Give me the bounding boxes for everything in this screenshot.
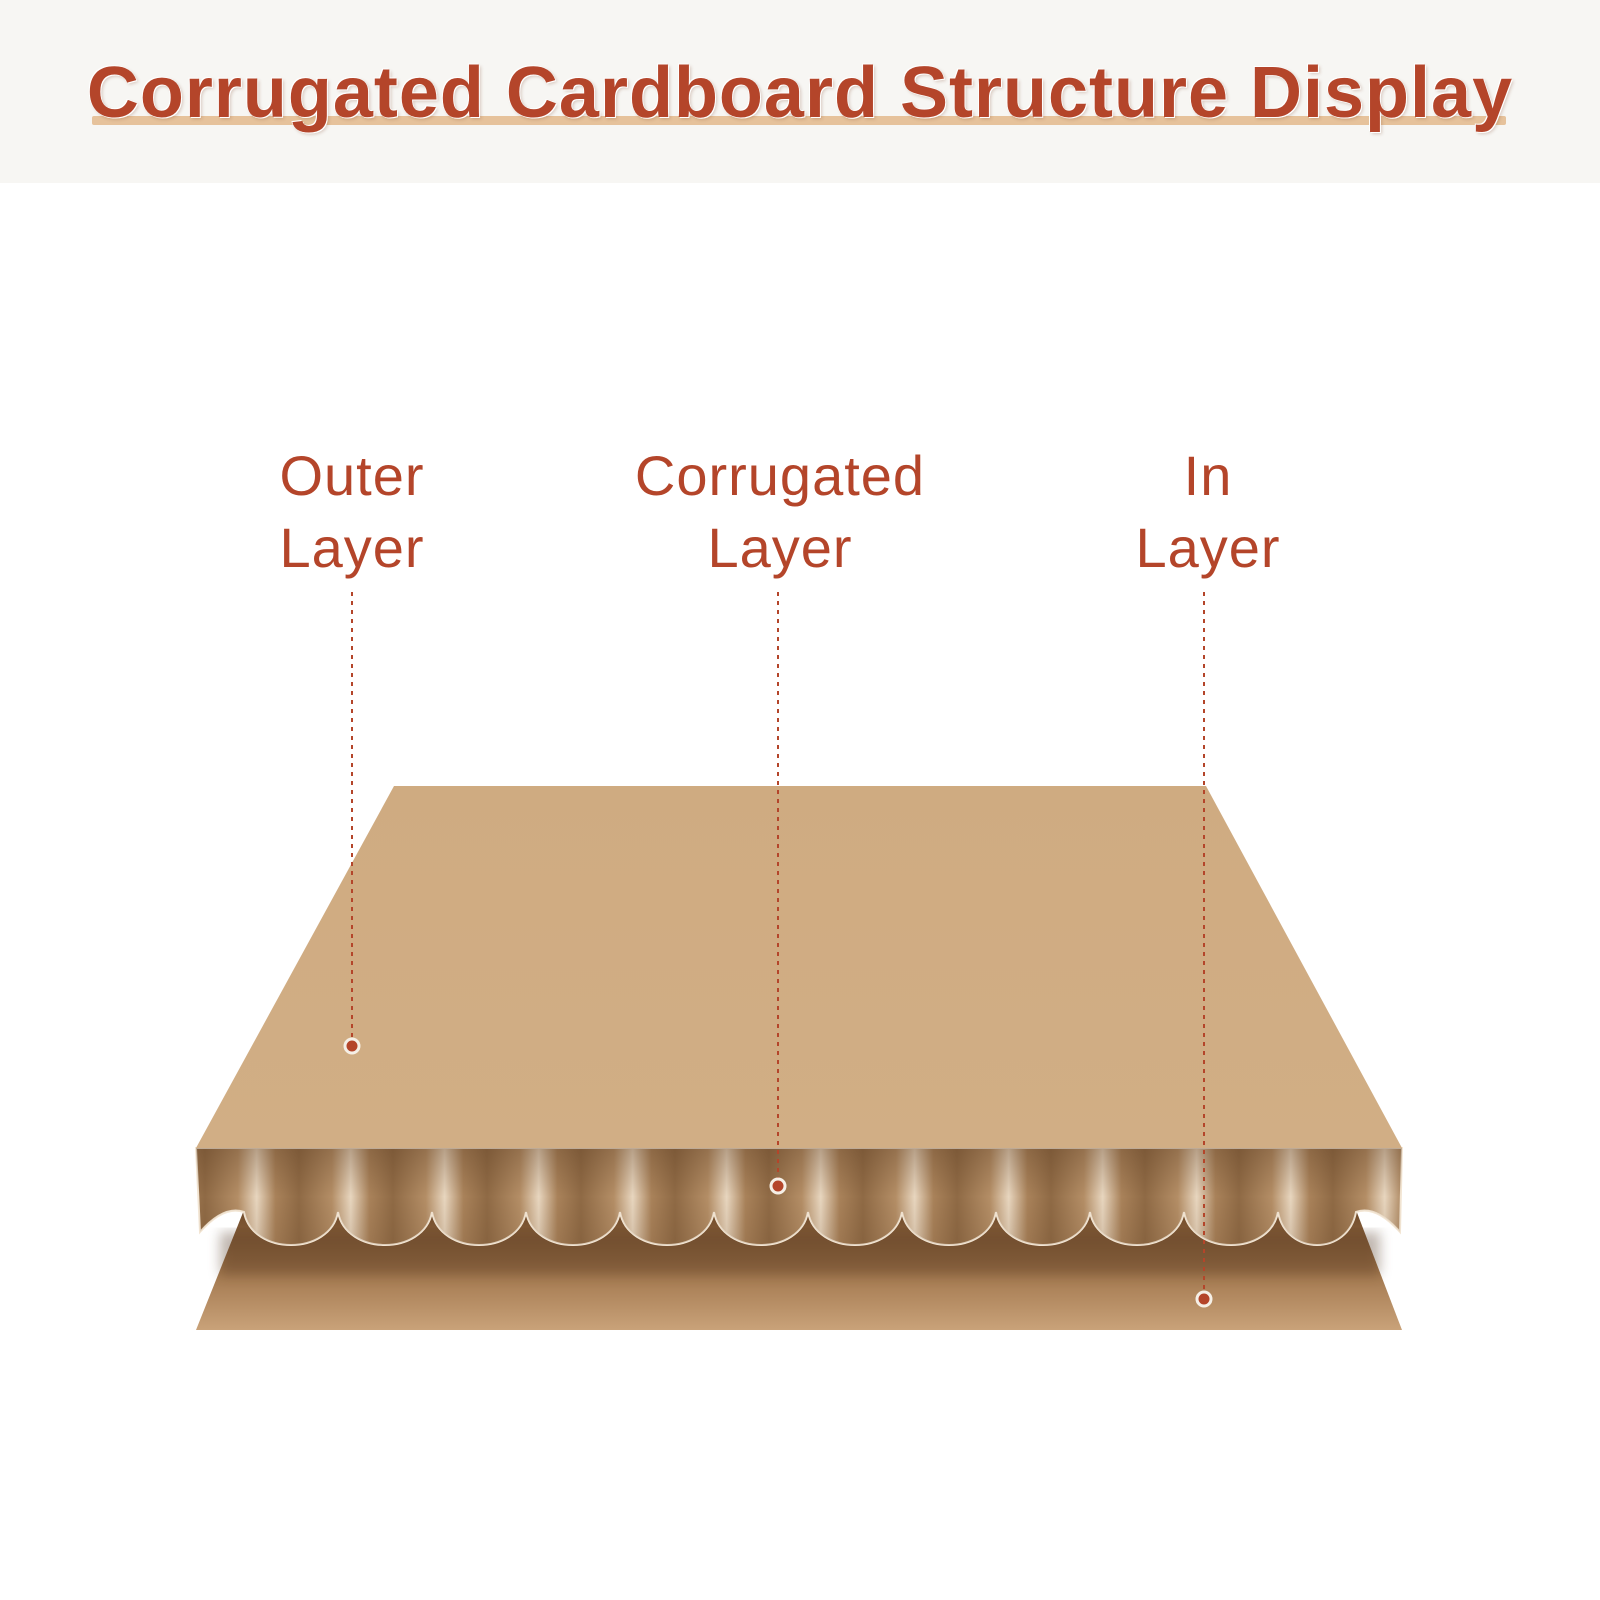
inner-layer-label-line2: Layer [1135, 516, 1281, 579]
outer-layer-label-line1: Outer [279, 444, 425, 507]
inner-layer-label-line1: In [1183, 444, 1233, 507]
title-underline [92, 116, 1506, 125]
header-band [0, 0, 1600, 183]
corrugated-layer-label-line1: Corrugated [634, 444, 926, 507]
outer-layer-label: Outer Layer [232, 440, 472, 584]
corrugated-layer-shading [196, 1148, 1402, 1245]
inner-layer-label: In Layer [1088, 440, 1328, 584]
outer-layer-marker-dot [343, 1037, 361, 1055]
inner-layer-marker-dot [1195, 1290, 1213, 1308]
outer-layer-label-line2: Layer [279, 516, 425, 579]
corrugated-layer-label: Corrugated Layer [590, 440, 970, 584]
corrugated-layer-label-line2: Layer [707, 516, 853, 579]
corrugated-layer-marker-dot [769, 1177, 787, 1195]
outer-layer [196, 786, 1402, 1148]
page-title: Corrugated Cardboard Structure Display [86, 53, 1514, 133]
flute-shadow [220, 1232, 1380, 1275]
